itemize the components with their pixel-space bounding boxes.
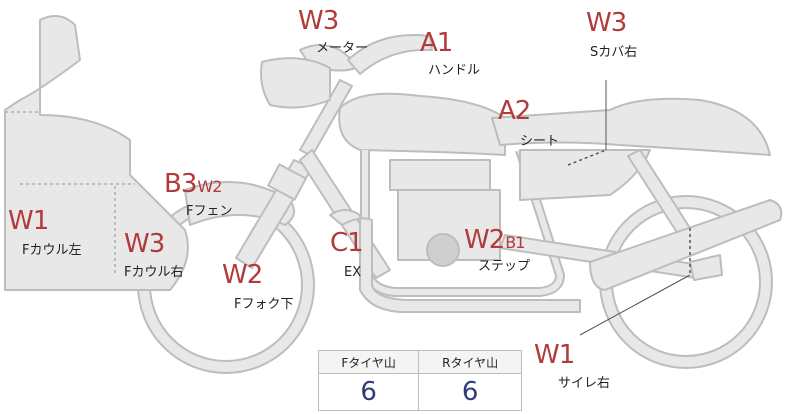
code-w1-muffler: W1 — [527, 336, 575, 376]
code-sub-w2: W2 — [197, 177, 222, 196]
seat — [491, 97, 771, 156]
label-front-fender: Fフェン — [186, 204, 233, 219]
rear-tire-value: 6 — [418, 373, 522, 411]
code-a1-handle: A1 — [413, 24, 455, 64]
code-a2-seat: A2 — [491, 92, 533, 132]
rear-tire-header: Rタイヤ山 — [418, 350, 522, 374]
exhaust-pipe — [329, 209, 581, 313]
front-cowl — [4, 15, 189, 291]
label-fork: Fフォク下 — [234, 297, 294, 312]
label-handle: ハンドル — [428, 63, 481, 78]
label-meter: メーター — [316, 41, 369, 56]
label-cowl-right: Fカウル右 — [124, 265, 184, 280]
code-w2-step: W2B1 — [457, 221, 525, 261]
code-w3-side-cover: W3 — [579, 4, 627, 44]
code-w2-fork: W2 — [215, 256, 263, 296]
front-tire-value: 6 — [317, 373, 420, 411]
code-sub-b1: B1 — [505, 233, 525, 252]
label-muffler: サイレ右 — [558, 376, 611, 391]
engine-top — [389, 159, 491, 191]
fuel-tank — [338, 92, 506, 156]
code-b3-front-fender: B3W2 — [157, 165, 222, 205]
tire-tread-table: Fタイヤ山 Rタイヤ山 6 6 — [317, 350, 522, 411]
code-w3-meter: W3 — [291, 2, 339, 42]
code-w3-cowl-right: W3 — [117, 225, 165, 265]
label-ex: EX — [344, 265, 362, 280]
side-cover — [519, 149, 651, 201]
front-tire-header: Fタイヤ山 — [317, 350, 420, 374]
label-side-cover: Sカバ右 — [590, 45, 638, 60]
headlight-cowl — [260, 57, 331, 109]
label-seat: シート — [520, 134, 560, 149]
code-w1-cowl-left: W1 — [1, 202, 49, 242]
code-c1-ex: C1 — [324, 224, 364, 264]
muffler — [589, 199, 783, 291]
label-cowl-left: Fカウル左 — [22, 243, 82, 258]
label-step: ステップ — [478, 259, 531, 274]
